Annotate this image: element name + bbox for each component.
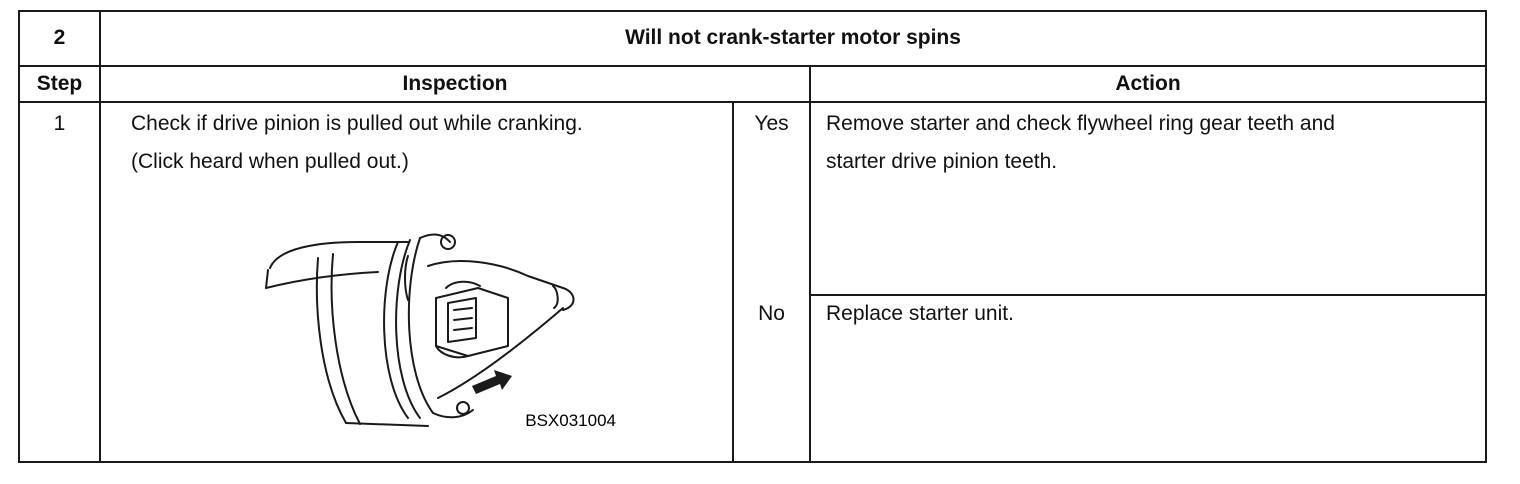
inspection-text-line2: (Click heard when pulled out.) bbox=[131, 150, 409, 173]
table-border-bottom bbox=[18, 461, 1487, 463]
action-column-divider bbox=[809, 65, 811, 463]
step-number: 1 bbox=[53, 112, 66, 135]
action-yes-line1: Remove starter and check flywheel ring g… bbox=[826, 112, 1335, 135]
troubleshooting-table: 2 Will not crank-starter motor spins Ste… bbox=[18, 10, 1487, 463]
column-header-step: Step bbox=[36, 72, 83, 95]
table-border-right bbox=[1485, 10, 1487, 463]
table-border-top bbox=[18, 10, 1487, 12]
column-header-action: Action bbox=[1115, 72, 1181, 95]
header-divider bbox=[18, 65, 1487, 67]
answer-column-divider bbox=[732, 101, 734, 463]
starter-drive-pinion-illustration: BSX031004 bbox=[265, 233, 616, 430]
column-header-divider bbox=[18, 101, 1487, 103]
column-header-inspection: Inspection bbox=[402, 72, 508, 95]
figure-caption: BSX031004 bbox=[525, 411, 616, 430]
answer-no: No bbox=[758, 302, 785, 325]
problem-number: 2 bbox=[53, 26, 66, 49]
inspection-text-line1: Check if drive pinion is pulled out whil… bbox=[131, 112, 583, 135]
answer-yes: Yes bbox=[754, 112, 789, 135]
step-column-divider bbox=[99, 10, 101, 463]
action-yes-line2: starter drive pinion teeth. bbox=[826, 150, 1058, 173]
yes-no-divider bbox=[809, 294, 1487, 296]
action-no-line1: Replace starter unit. bbox=[826, 302, 1014, 325]
table-border-left bbox=[18, 10, 20, 463]
problem-title: Will not crank-starter motor spins bbox=[625, 26, 961, 49]
